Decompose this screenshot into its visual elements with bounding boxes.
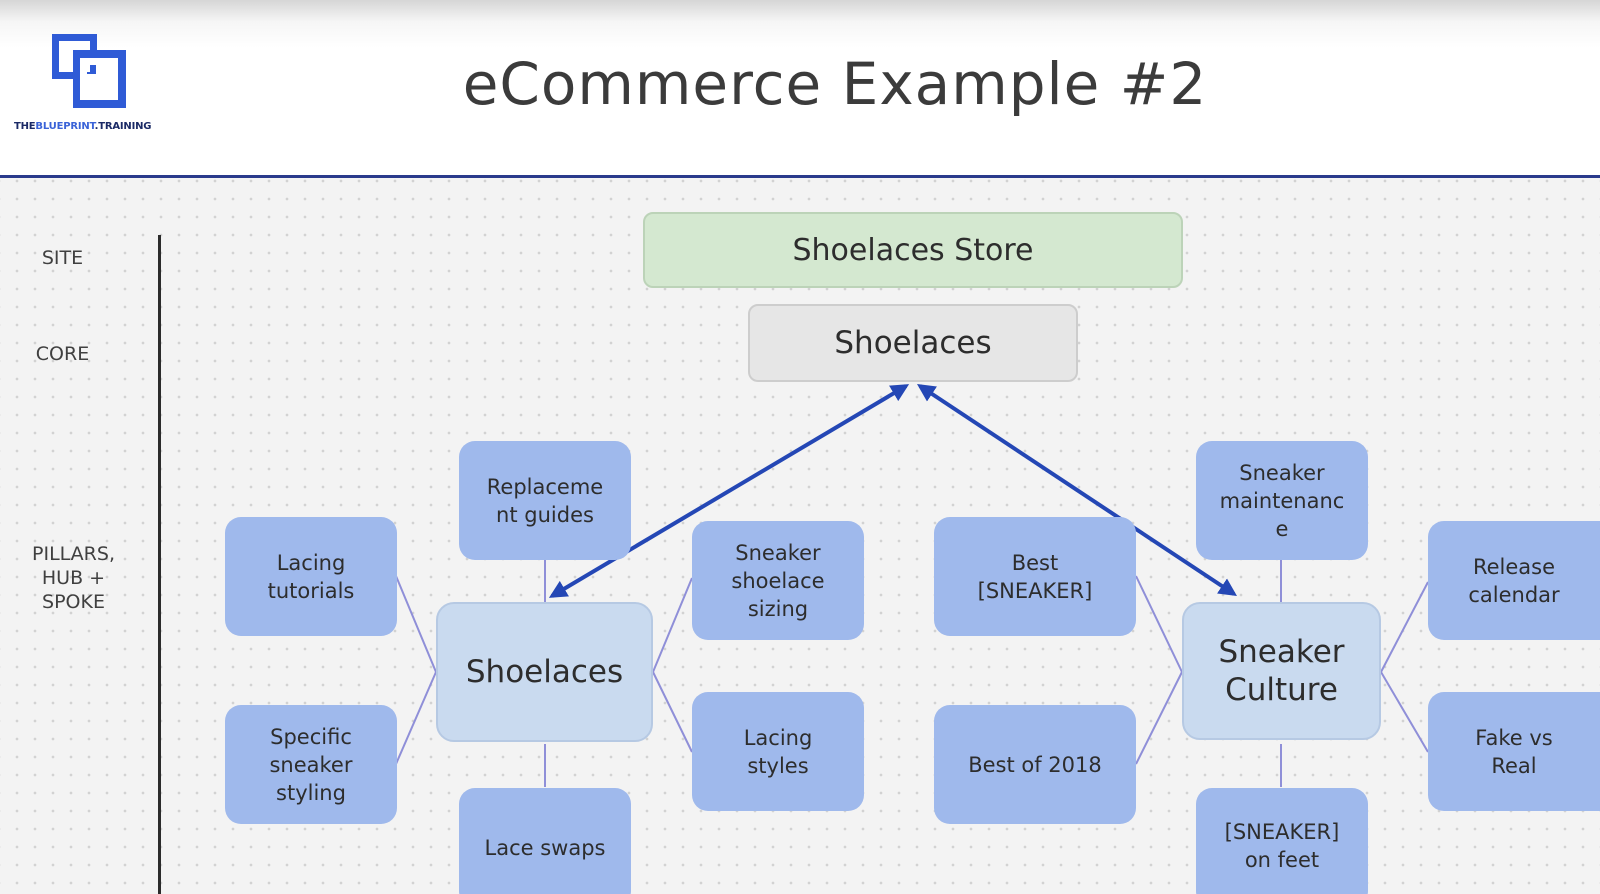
level-label-site: SITE [41,247,84,269]
spoke-text-line: Lace swaps [484,836,606,860]
core-node-shoelaces: Shoelaces [748,304,1078,382]
arrow-core-to-hub-left [548,384,910,598]
spoke-text-line: [SNEAKER] [977,578,1093,603]
spoke-fake-vs-real: Fake vs Real [1428,692,1600,811]
arrow-core-to-hub-right [916,384,1238,596]
spoke-text-line: on feet [1244,848,1320,872]
level-axis-line [158,235,161,894]
spoke-text-line: [SNEAKER] [1224,820,1340,844]
spoke-best-sneaker: Best [SNEAKER] [934,517,1136,636]
site-node-label: Shoelaces Store [792,232,1034,268]
hub-node-sneaker-culture: Sneaker Culture [1182,602,1381,740]
hub-node-shoelaces: Shoelaces [436,602,653,742]
connector-best-of-2018 [1135,671,1183,765]
logo-text-highlight: BLUEPRINT [35,121,95,132]
hub-right-label-line-2: Culture [1225,672,1338,708]
spoke-text-line: Specific [270,724,352,749]
spoke-text-line: styling [276,780,346,805]
spoke-text-line: nt guides [496,502,594,527]
spoke-text-line: Fake vs [1475,725,1553,750]
spoke-text-line: sizing [747,596,809,621]
level-label-pillars: PILLARS, HUB + SPOKE [16,542,131,614]
hub-left-label: Shoelaces [465,654,624,690]
spoke-text-line: tutorials [267,578,355,603]
spoke-text-line: calendar [1468,582,1560,607]
connector-lacing-tutorials [395,575,437,673]
connector-release-calendar [1380,581,1429,673]
level-label-core: CORE [35,343,90,365]
connector-best-sneaker [1135,575,1183,673]
spoke-text-line: styles [747,753,809,778]
spoke-lacing-styles: Lacing styles [692,692,864,811]
spoke-lacing-tutorials: Lacing tutorials [225,517,397,636]
blueprint-logo-icon [52,34,126,108]
connector-specific-styling [395,671,437,765]
spoke-replacement-guides: Replaceme nt guides [459,441,631,560]
header-divider [0,175,1600,178]
level-label-pillars-line-2: HUB + [41,567,106,589]
spoke-text-line: Lacing [743,725,813,750]
spoke-text-line: Lacing [276,550,346,575]
spoke-text-line: sneaker [269,752,353,777]
spoke-sneaker-on-feet: [SNEAKER] on feet [1196,788,1368,894]
spoke-text-line: Replaceme [486,474,604,499]
logo-wordmark: THEBLUEPRINT.TRAINING [14,121,151,132]
spoke-text-line: shoelace [731,568,825,593]
hub-right-label-line-1: Sneaker [1218,634,1345,670]
connector-fake-vs-real [1380,671,1429,753]
connector-shoelace-sizing [652,577,693,673]
logo-text-suffix: .TRAINING [94,121,152,132]
level-label-pillars-line-3: SPOKE [42,591,105,613]
spoke-text-line: Real [1491,753,1537,778]
slide-title: eCommerce Example #2 [462,50,1208,118]
spoke-text-line: Best [1011,550,1059,575]
spoke-text-line: Best of 2018 [968,752,1102,777]
spoke-best-of-2018: Best of 2018 [934,705,1136,824]
logo-text-prefix: THE [14,121,36,132]
spoke-text-line: e [1275,516,1289,541]
site-node-shoelaces-store: Shoelaces Store [643,212,1183,288]
slide-header [0,0,1600,176]
spoke-specific-sneaker-styling: Specific sneaker styling [225,705,397,824]
spoke-release-calendar: Release calendar [1428,521,1600,640]
spoke-text-line: Release [1472,554,1556,579]
core-node-label: Shoelaces [834,325,992,361]
spoke-text-line: Sneaker [735,540,821,565]
level-label-pillars-line-1: PILLARS, [32,543,115,565]
spoke-text-line: Sneaker [1239,460,1325,485]
spoke-sneaker-shoelace-sizing: Sneaker shoelace sizing [692,521,864,640]
spoke-sneaker-maintenance: Sneaker maintenanc e [1196,441,1368,560]
spoke-lace-swaps: Lace swaps [459,788,631,894]
connector-lacing-styles [652,671,693,753]
spoke-text-line: maintenanc [1219,488,1345,513]
